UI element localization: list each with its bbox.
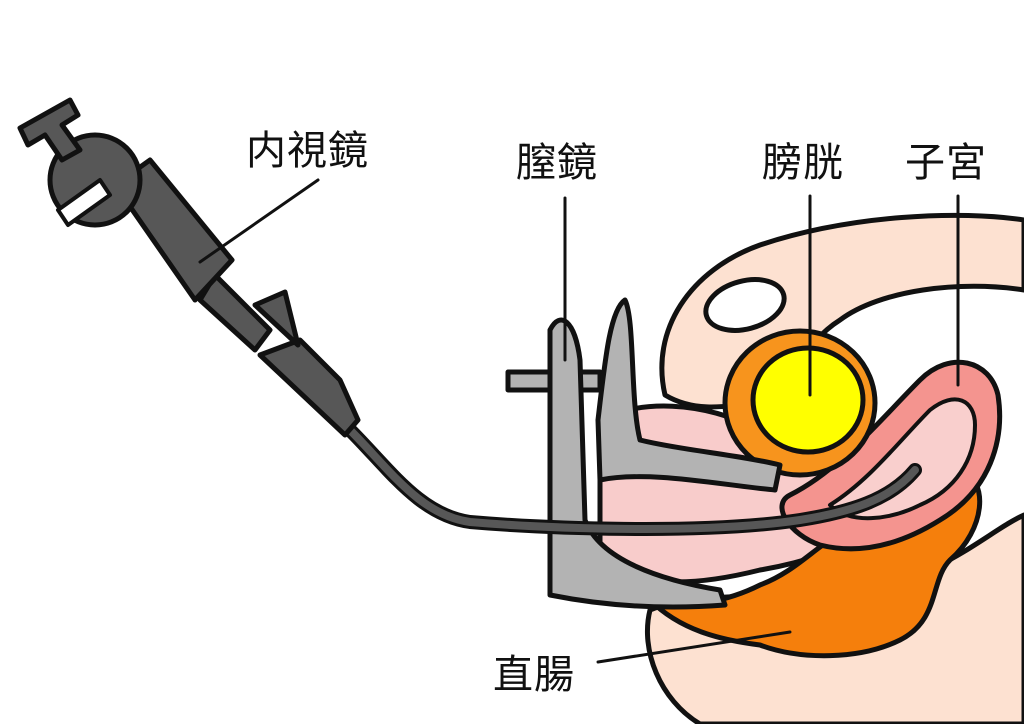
- label-speculum: 膣鏡: [516, 140, 598, 186]
- speculum-upper-blade: [595, 297, 783, 493]
- bladder-lumen: [750, 345, 866, 455]
- endoscope-lever: [56, 178, 112, 227]
- endoscope-fin: [252, 289, 301, 348]
- pubic-bone-hole: [703, 277, 787, 333]
- label-endoscope: 内視鏡: [246, 128, 369, 174]
- label-uterus: 子宮: [905, 140, 987, 186]
- label-rectum: 直腸: [493, 652, 575, 698]
- leader-rectum: [596, 630, 792, 664]
- endoscope-cable-inner: [346, 426, 919, 533]
- uterus-cavity: [828, 397, 977, 521]
- speculum-lower-blade: [547, 317, 728, 610]
- label-bladder: 膀胱: [762, 140, 844, 186]
- endoscope-tip: [257, 337, 361, 438]
- leader-endoscope: [198, 178, 320, 264]
- endoscope-handle: [17, 97, 83, 163]
